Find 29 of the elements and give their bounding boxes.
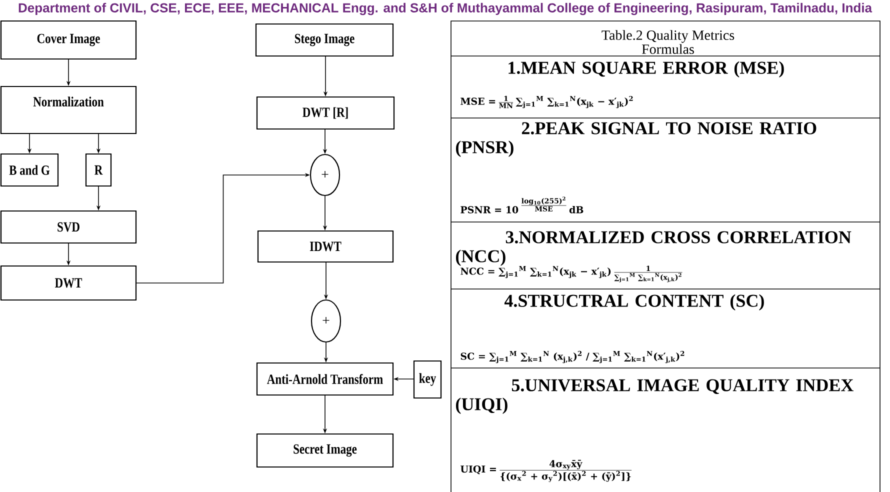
row-heading: 2.PEAK SIGNAL TO NOISE RATIO (PNSR) bbox=[456, 122, 816, 157]
row-heading: 3.NORMALIZED CROSS CORRELATION (NCC) bbox=[456, 231, 852, 266]
process-box: DWT bbox=[0, 265, 137, 301]
process-box: Stego Image bbox=[255, 23, 394, 57]
row-heading: 1.MEAN SQUARE ERROR (MSE) bbox=[508, 61, 784, 78]
row-heading: 5.UNIVERSAL IMAGE QUALITY INDEX (UIQI) bbox=[456, 379, 854, 414]
label: MSE = bbox=[460, 98, 496, 105]
process-box: DWT [R] bbox=[256, 96, 395, 130]
process-box: B and G bbox=[0, 153, 59, 187]
label: PSNR = 10 bbox=[460, 206, 518, 214]
label: ∑$_{j=1}$$^{M}$ ∑$_{k=1}$$^{N}$(x$_{jk}$ − x′$_{jk}$)$^{2}$ bbox=[516, 96, 633, 108]
label: NCC = ∑$_{j=1}$$^{M}$ ∑$_{k=1}$$^{N}$(x$_{jk}$ − x′$_{jk}$) bbox=[460, 266, 611, 278]
process-box: Normalization bbox=[0, 86, 137, 134]
process-box: SVD bbox=[0, 210, 137, 244]
label: {(σ$_{x}$$^{2}$ + σ$_{y}$$^{2}$)[(x̄)$^{2}$ + (ȳ)$^{2}$]} bbox=[500, 470, 631, 482]
process-box: Cover Image bbox=[0, 20, 137, 60]
table-caption: Table.2 Quality Metrics Formulas bbox=[602, 30, 734, 54]
process-box: key bbox=[413, 360, 442, 399]
label: dB bbox=[569, 206, 584, 214]
formula: SC = ∑$_{j=1}$$^{M}$ ∑$_{k=1}$$^{N}$ (x$_{j,k}$)$^{2}$ / ∑$_{j=1}$$^{M}$ ∑$_{k=1}$$^{N}$(x′$_{j,k}$)$^{2}$ bbox=[460, 350, 684, 364]
label: UIQI = bbox=[460, 465, 496, 474]
process-box: IDWT bbox=[257, 230, 394, 263]
process-box: Secret Image bbox=[256, 433, 394, 468]
label: 4σ$_{xy}$x̄ȳ bbox=[549, 460, 582, 470]
row-heading: 4.STRUCTRAL CONTENT (SC) bbox=[504, 294, 764, 311]
process-box: R bbox=[85, 153, 112, 187]
process-box: Anti-Arnold Transform bbox=[256, 362, 394, 396]
page-header: Department of CIVIL, CSE, ECE, EEE, MECHANICAL Engg. and S&H of Muthayammal College of Engineering, Rasipuram, Tamilnadu, India bbox=[18, 2, 872, 16]
formula: UIQI = 4σ$_{xy}$x̄ȳ {(σ$_{x}$$^{2}$ + σ$_{y}$$^{2}$)[(x̄)$^{2}$ + (ȳ)$^{2}$]} bbox=[460, 460, 632, 482]
